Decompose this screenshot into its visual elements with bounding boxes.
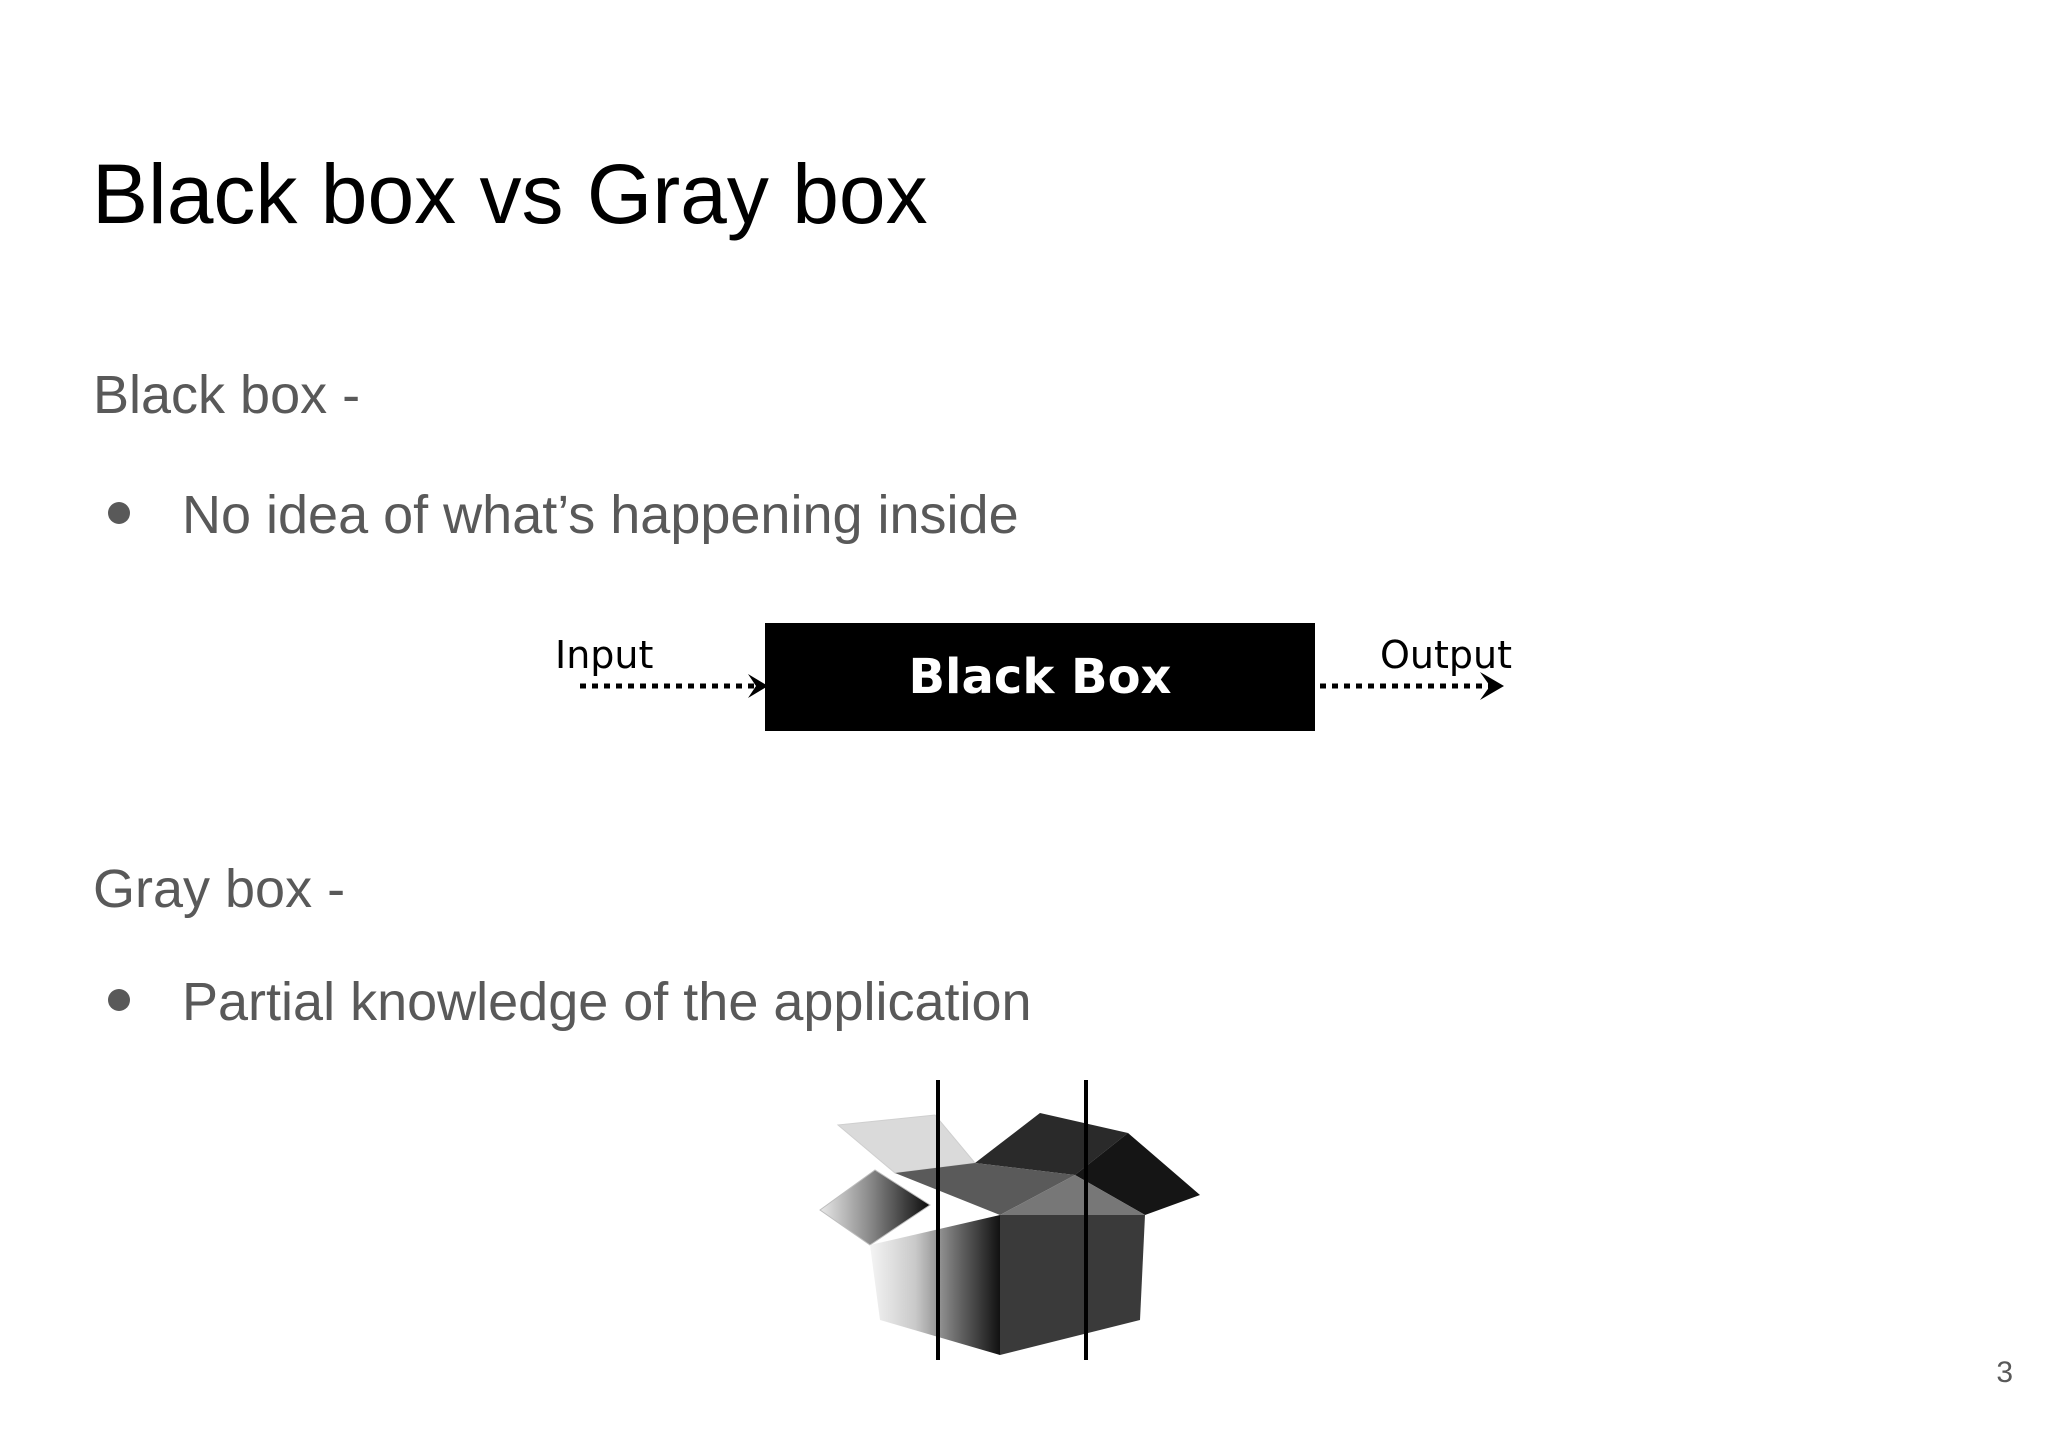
input-arrow-head-icon	[748, 674, 768, 698]
output-arrow-head-icon	[1480, 672, 1504, 700]
open-box-icon	[819, 1113, 1200, 1355]
input-label: Input	[555, 633, 653, 677]
black-box-diagram: Input Black Box Output	[555, 623, 1512, 731]
gray-box-heading: Gray box -	[93, 859, 346, 919]
black-box-heading: Black box -	[93, 365, 361, 425]
black-box-label: Black Box	[908, 649, 1171, 705]
black-box-bullet: No idea of what’s happening inside	[108, 488, 1019, 542]
bullet-icon	[108, 988, 130, 1011]
gray-box-bullet-text: Partial knowledge of the application	[182, 972, 1032, 1032]
gray-box-bullet: Partial knowledge of the application	[108, 975, 1032, 1029]
page-number: 3	[1996, 1356, 2013, 1389]
slide-title: Black box vs Gray box	[92, 147, 928, 241]
bullet-icon	[108, 501, 130, 524]
gray-box-image	[819, 1080, 1200, 1360]
black-box-bullet-text: No idea of what’s happening inside	[182, 485, 1019, 545]
output-label: Output	[1380, 633, 1512, 677]
black-box-rect	[765, 623, 1315, 731]
